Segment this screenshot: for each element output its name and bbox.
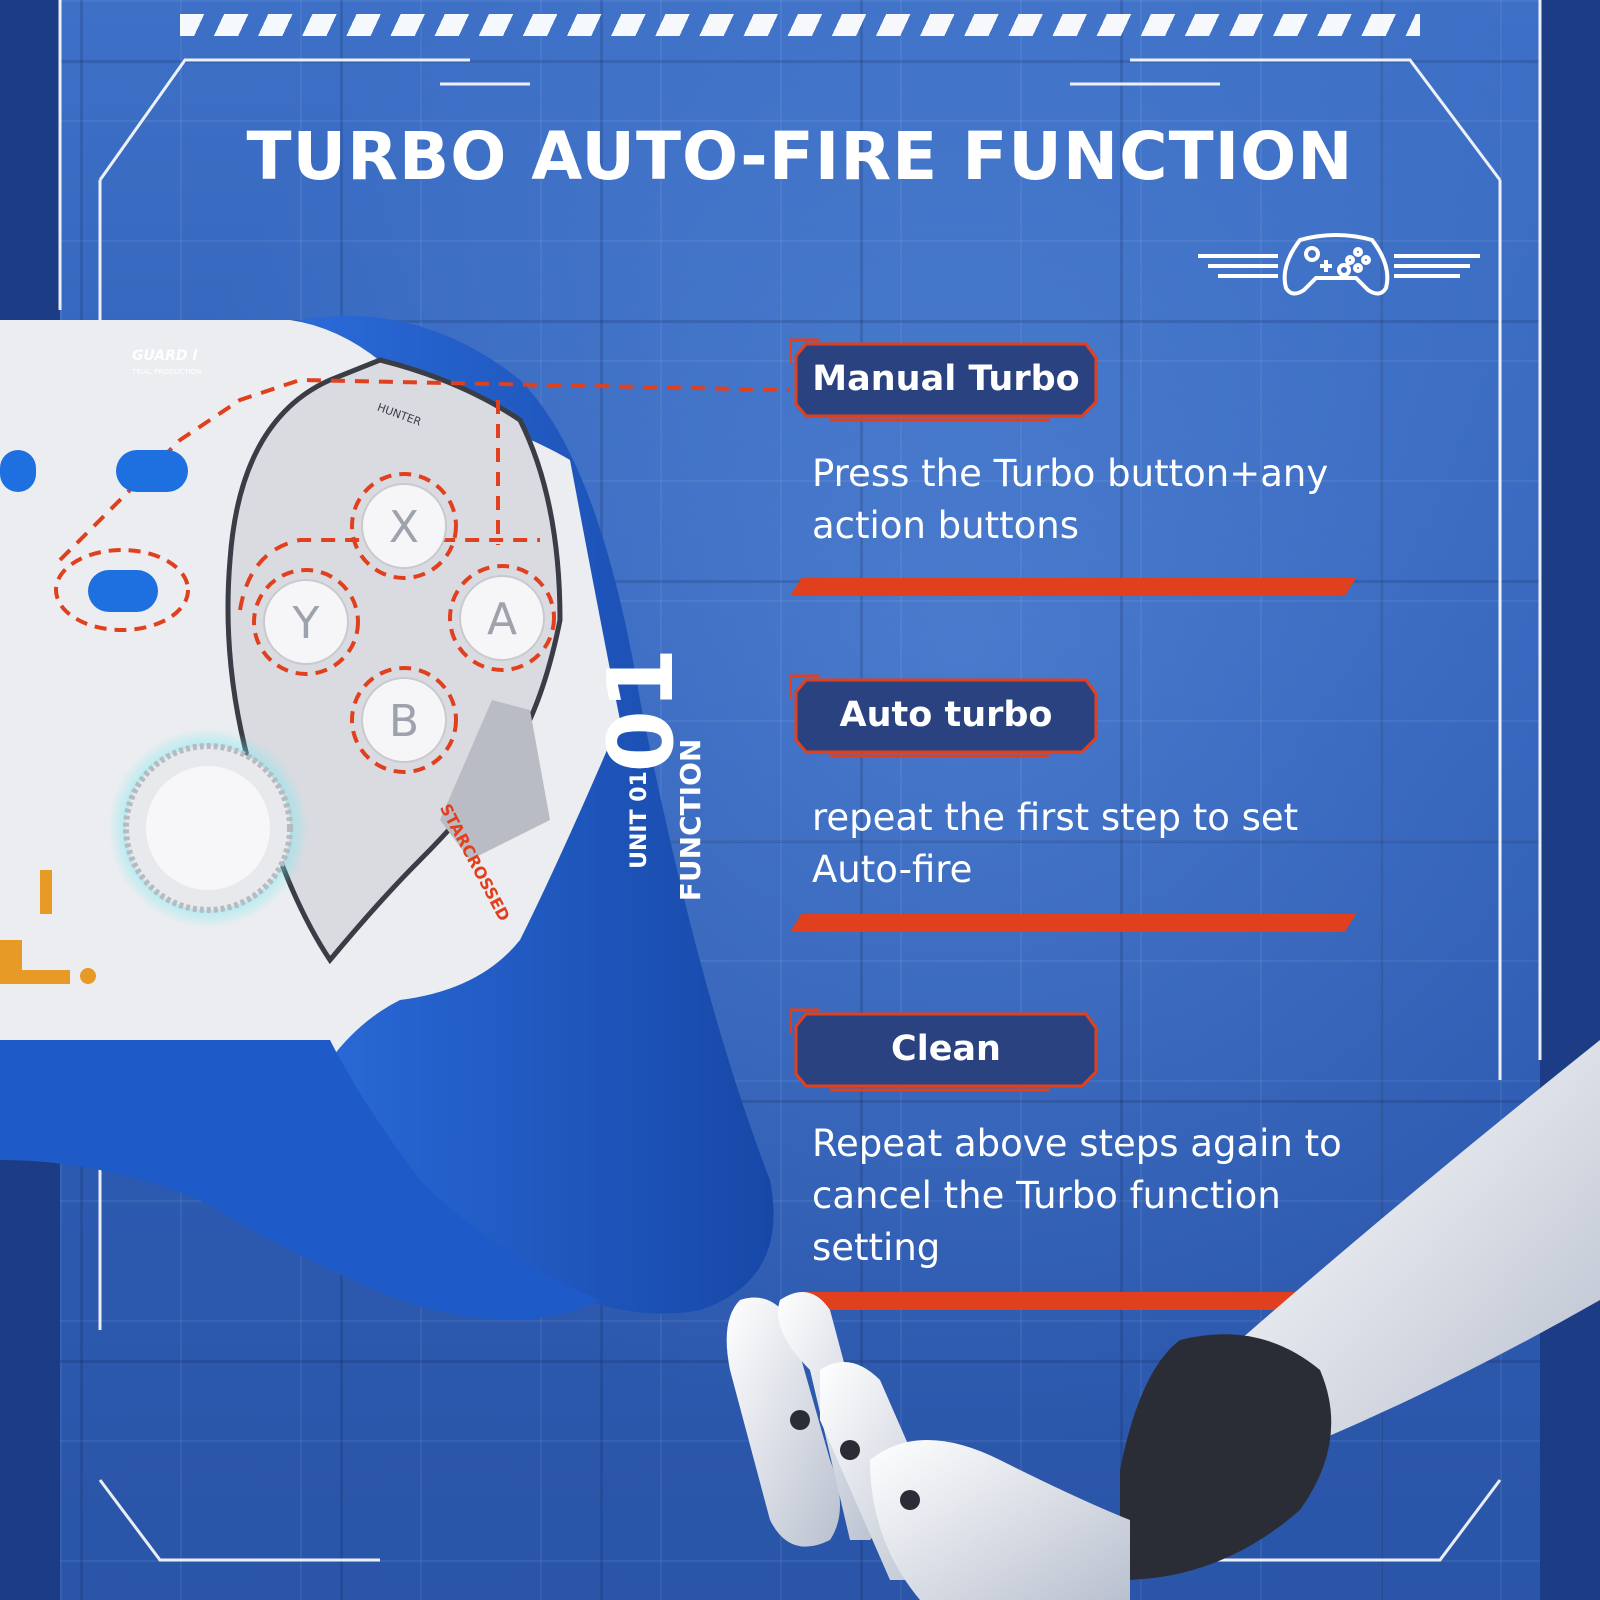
robot-wrist [1120, 1334, 1332, 1580]
step-label-text: Clean [891, 1029, 1001, 1069]
face-button-label: Y [292, 598, 320, 649]
face-button-b: B [350, 666, 458, 774]
label-frame [790, 674, 1098, 758]
face-button-label: A [487, 594, 517, 645]
step-divider-bar [790, 1292, 1356, 1310]
top-hatch-stripe [180, 14, 1420, 36]
face-button-x: X [350, 472, 458, 580]
step-text-line: action buttons [812, 504, 1079, 547]
guard-text: GUARD I [132, 348, 198, 364]
robot-joint [790, 1410, 810, 1430]
step-divider-bar [790, 914, 1356, 932]
face-button-a: A [448, 564, 556, 672]
speaker-grille [440, 700, 550, 860]
gamepad-icon [1282, 233, 1390, 296]
step-text-line: repeat the first step to set [812, 796, 1299, 839]
step-text-line: setting [812, 1226, 941, 1269]
step-text-line: Auto-fire [812, 848, 973, 891]
turbo-button [54, 548, 190, 632]
orange-accent [0, 940, 22, 976]
step-text-auto-turbo: repeat the first step to set Auto-fire [812, 792, 1432, 896]
right-edge-panel [1540, 0, 1600, 1600]
robot-joint [900, 1490, 920, 1510]
step-label-text: Manual Turbo [812, 359, 1080, 399]
step-label-auto-turbo: Auto turbo [790, 670, 1102, 760]
orange-accent [80, 968, 96, 984]
robot-joint [840, 1440, 860, 1460]
home-button [0, 450, 36, 492]
step-divider-bar [790, 578, 1356, 596]
controller-illustration: X Y A B 01 UNIT 01 FUNCTION STARCROSSED … [0, 316, 790, 1320]
orange-accent [0, 970, 70, 984]
orange-accent [40, 870, 52, 914]
gamepad-badge [1198, 233, 1480, 296]
label-frame [790, 1008, 1098, 1092]
step-text-line: cancel the Turbo function [812, 1174, 1281, 1217]
grip-function-text: FUNCTION [674, 739, 707, 902]
turbo-guide-line [58, 377, 790, 562]
face-button-label: B [389, 696, 419, 747]
robot-hand [726, 1040, 1600, 1600]
step-label-clean: Clean [790, 1004, 1102, 1094]
step-text-line: Repeat above steps again to [812, 1122, 1342, 1165]
action-guide-line [238, 538, 540, 611]
face-button-y: Y [252, 568, 360, 676]
joystick [108, 728, 308, 928]
grip-number: 01 [589, 647, 694, 772]
grip-unit-text: UNIT 01 [627, 771, 652, 869]
label-frame [790, 338, 1098, 422]
robot-palm [870, 1440, 1130, 1600]
page-title: TURBO AUTO-FIRE FUNCTION [246, 118, 1354, 195]
share-button [116, 450, 188, 492]
trial-production-text: TRIAL PRODUCTION [131, 368, 201, 376]
robot-forearm [1240, 1040, 1600, 1440]
face-button-label: X [389, 502, 419, 553]
step-text-line: Press the Turbo button+any [812, 452, 1329, 495]
robot-thumb [726, 1297, 840, 1547]
step-label-manual-turbo: Manual Turbo [790, 334, 1102, 424]
controller-lower-shell [0, 1040, 600, 1320]
step-text-clean: Repeat above steps again to cancel the T… [812, 1118, 1432, 1274]
step-label-text: Auto turbo [839, 695, 1053, 735]
step-text-manual-turbo: Press the Turbo button+any action button… [812, 448, 1432, 552]
